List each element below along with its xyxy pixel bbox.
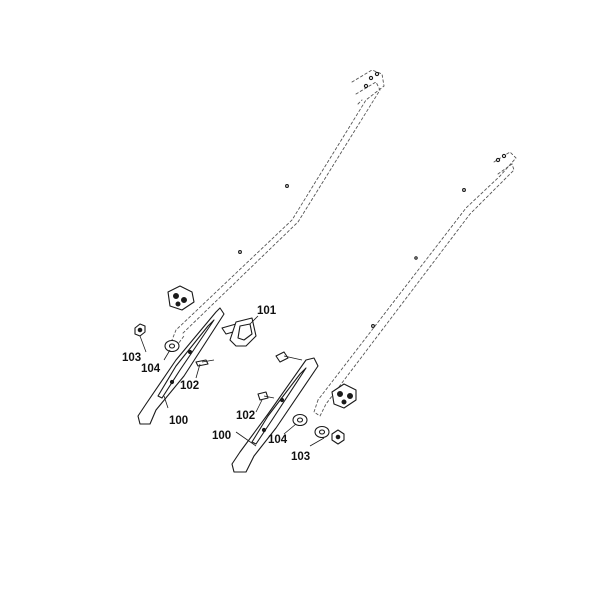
right-knob-part — [331, 383, 357, 409]
right-bolt-102-lower — [257, 391, 275, 401]
leader-lines — [139, 315, 325, 447]
right-washer-104 — [292, 413, 330, 439]
callout-100-right: 100 — [212, 430, 231, 442]
left-nut-103 — [134, 323, 146, 337]
callout-100-left: 100 — [169, 415, 188, 427]
left-washer-104 — [164, 339, 180, 353]
callout-102-right: 102 — [236, 410, 255, 422]
callout-102-left: 102 — [180, 380, 199, 392]
left-upper-handle-outline — [171, 69, 385, 345]
right-upper-handle-outline — [313, 151, 517, 417]
callout-103-left: 103 — [122, 352, 141, 364]
right-lower-bar-part — [231, 357, 319, 473]
right-nut-103 — [331, 429, 345, 445]
right-bolt-102-upper — [275, 351, 303, 363]
callout-104-left: 104 — [141, 363, 161, 375]
left-lower-bar-part — [137, 307, 225, 425]
left-knob-part — [167, 285, 195, 311]
part-101-pin — [221, 317, 257, 347]
callout-101: 101 — [257, 305, 277, 317]
callout-103-right: 103 — [291, 451, 310, 463]
callout-104-right: 104 — [268, 434, 288, 446]
left-bolt-102 — [195, 359, 215, 367]
